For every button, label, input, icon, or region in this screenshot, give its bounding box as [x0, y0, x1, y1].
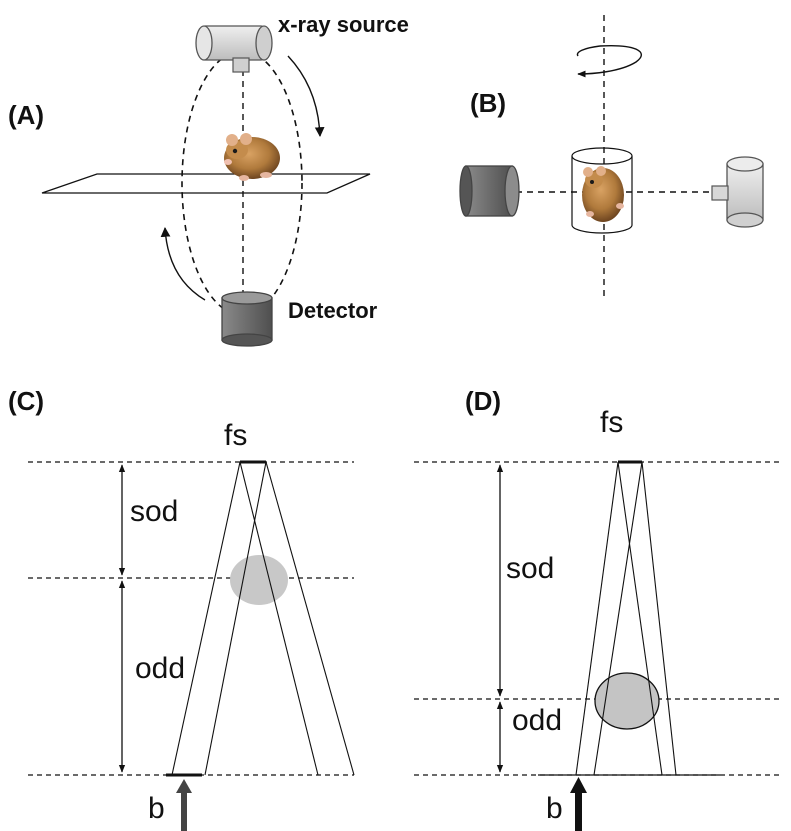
object	[594, 672, 660, 730]
detector-icon	[459, 165, 520, 217]
rotation-orbit	[181, 50, 303, 316]
mouse-icon	[224, 133, 280, 181]
ray-lines	[171, 461, 355, 776]
focal-spot-label: fs	[224, 419, 247, 452]
mouse-icon	[582, 166, 624, 222]
rotation-arrow-right	[287, 55, 325, 137]
detector-icon	[221, 291, 273, 347]
rotation-arrow-back	[576, 45, 601, 57]
sod-label: sod	[506, 552, 554, 585]
panel-b-label: (B)	[470, 88, 506, 118]
imaging-bed	[41, 173, 371, 194]
rotation-arrow-left	[160, 227, 206, 301]
xray-source-label: x-ray source	[278, 12, 409, 37]
panel-a: (A) x-ray source	[8, 12, 409, 347]
rotation-arrow	[577, 44, 642, 78]
focal-spot-label: fs	[600, 406, 623, 439]
b-arrow	[570, 777, 587, 831]
sod-label: sod	[130, 495, 178, 528]
odd-label: odd	[512, 704, 562, 737]
panel-d-label: (D)	[465, 386, 501, 416]
b-label: b	[148, 792, 165, 825]
xray-source-icon	[711, 156, 764, 228]
object	[230, 555, 288, 605]
specimen-cylinder	[571, 147, 633, 234]
panel-b: (B)	[459, 15, 764, 298]
panel-c-label: (C)	[8, 386, 44, 416]
panel-a-label: (A)	[8, 100, 44, 130]
odd-label: odd	[135, 652, 185, 685]
panel-c: (C) fs sod odd b	[8, 386, 355, 831]
detector-label: Detector	[288, 298, 378, 323]
xray-source-icon	[195, 25, 273, 73]
panel-d: (D) fs sod odd b	[414, 386, 782, 831]
b-arrow	[176, 779, 192, 831]
b-label: b	[546, 792, 563, 825]
ray-lines	[575, 461, 677, 776]
